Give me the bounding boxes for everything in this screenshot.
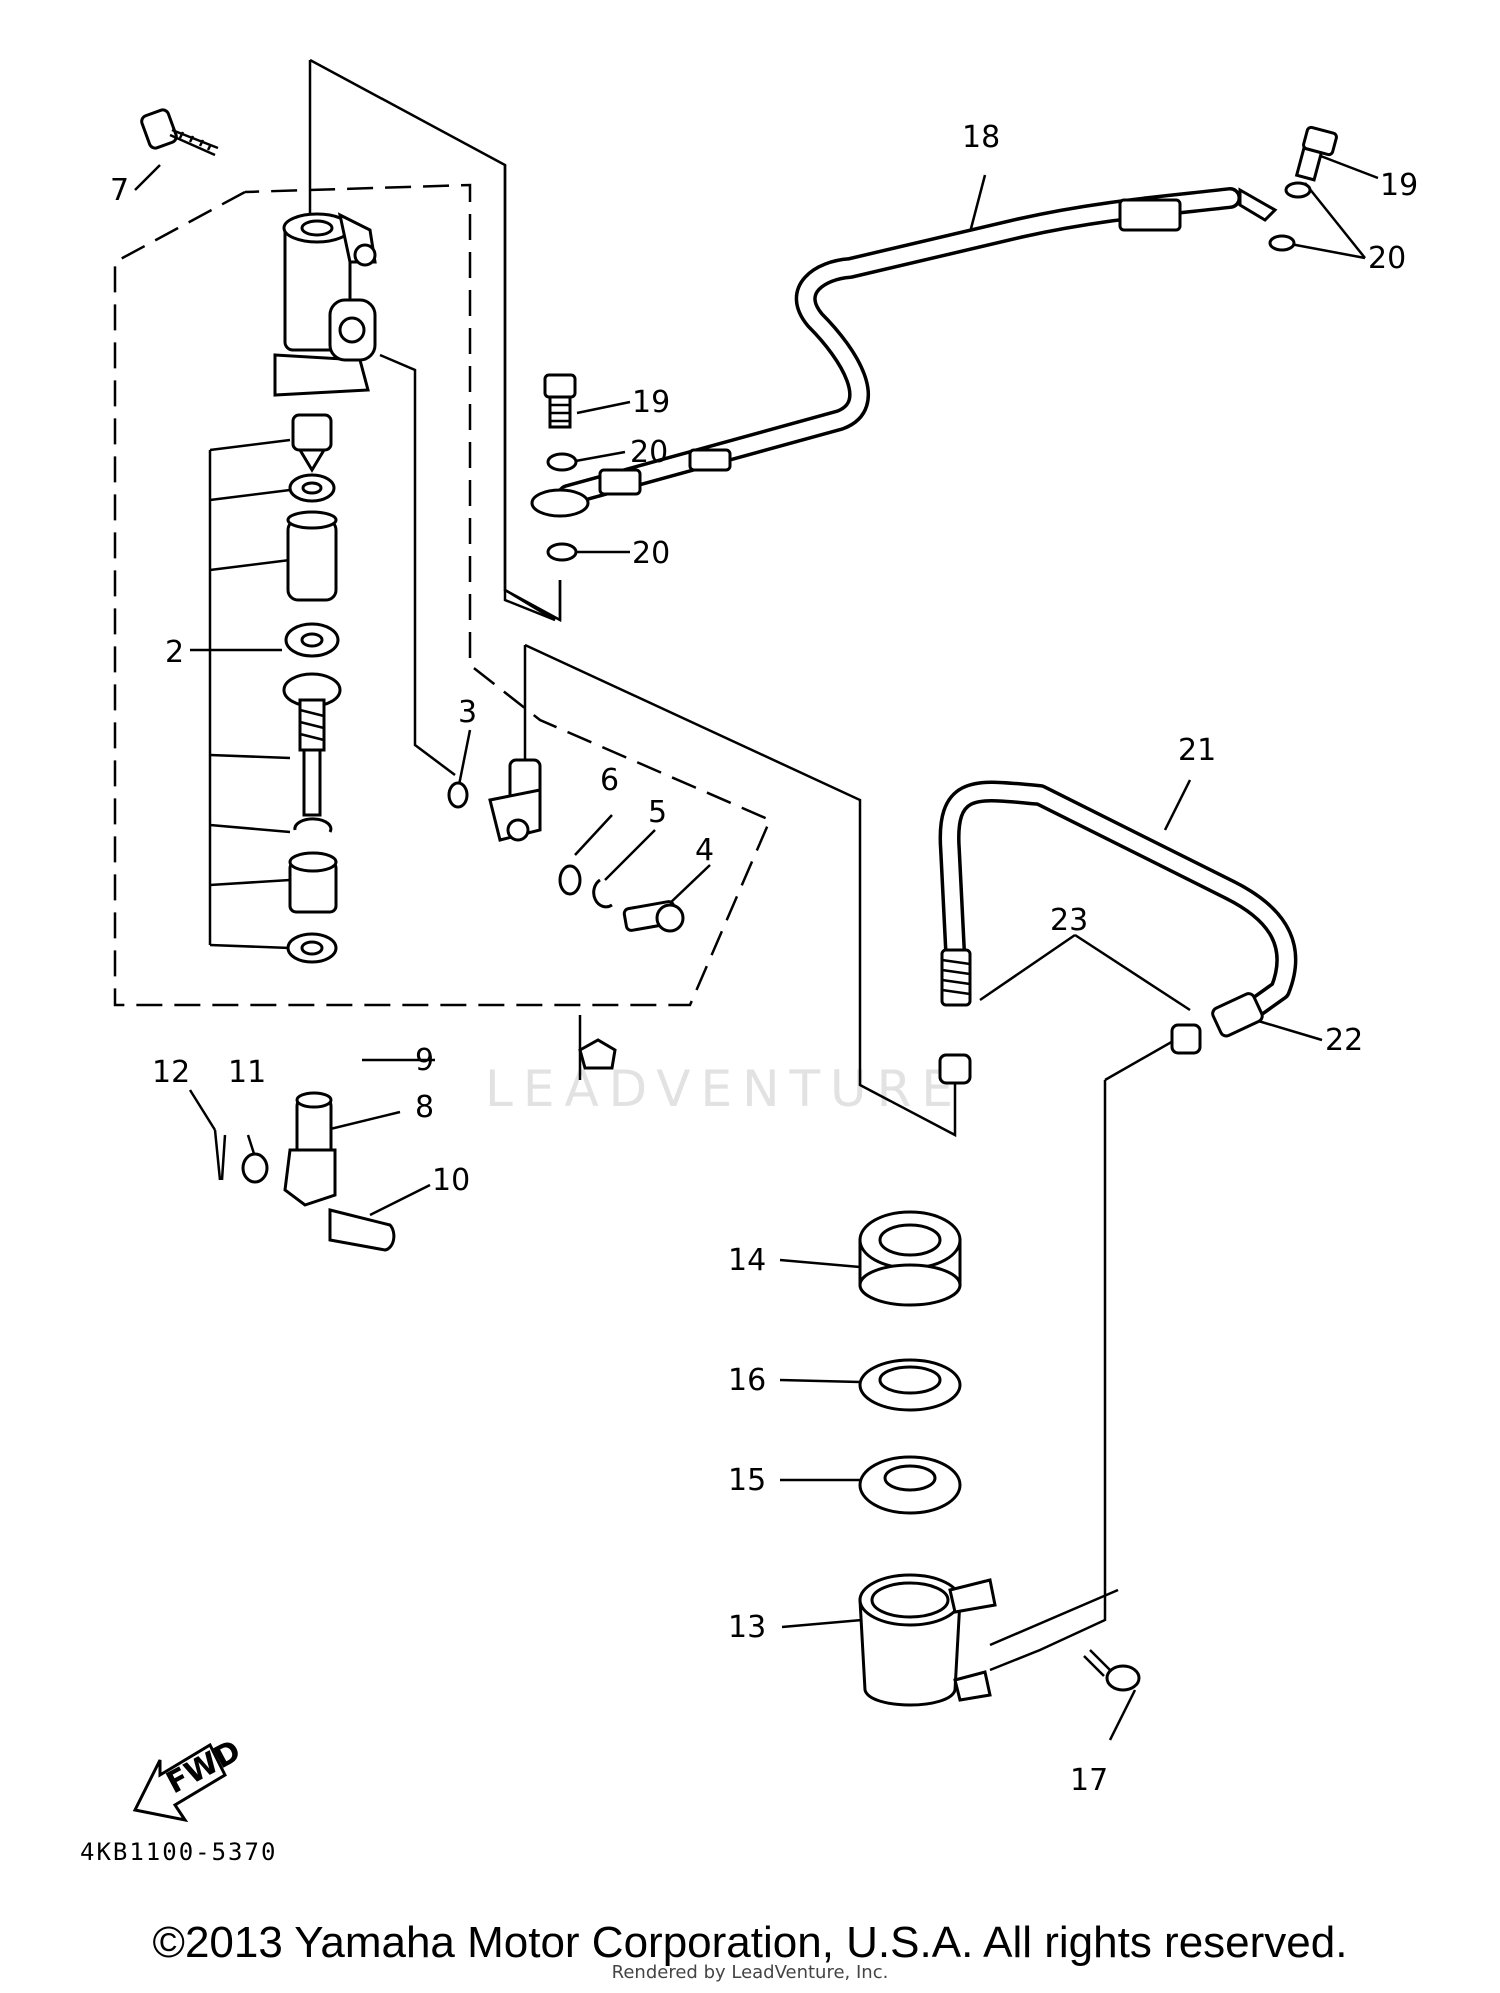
callout-arrow (1163, 779, 1192, 831)
callout-13: 13 (728, 1610, 766, 1645)
callout-23: 23 (1050, 903, 1088, 938)
callout-17: 17 (1070, 1763, 1108, 1798)
leader-line (209, 558, 291, 572)
callout-3: 3 (458, 695, 477, 730)
callout-19: 19 (632, 385, 670, 420)
leader-line (209, 488, 291, 502)
banjo-bolt-19-icon (1294, 125, 1338, 182)
callout-22: 22 (1325, 1023, 1363, 1058)
copyright-notice: ©2013 Yamaha Motor Corporation, U.S.A. A… (152, 1918, 1348, 1967)
diaphragm-16-icon (858, 1358, 962, 1412)
leader-line (503, 590, 556, 622)
callout-7: 7 (110, 173, 129, 208)
callout-arrow (1317, 153, 1379, 180)
leader-line (209, 438, 291, 452)
callout-arrow (574, 814, 613, 856)
diagram-code: 4KB1100-5370 (80, 1838, 278, 1866)
callout-4: 4 (695, 833, 714, 868)
washer-20-icon (1268, 234, 1296, 252)
callout-15: 15 (728, 1463, 766, 1498)
reservoir-cap-14-icon (858, 1210, 962, 1307)
callout-arrow (569, 450, 626, 464)
clevis-icon (213, 1038, 617, 1252)
leader-line (379, 353, 456, 776)
leader-line (1104, 1038, 1176, 1082)
callout-12: 12 (152, 1055, 190, 1090)
callout-10: 10 (432, 1163, 470, 1198)
callout-arrow (1108, 1689, 1137, 1741)
hose-fitting-icon (447, 758, 685, 933)
fwd-label: FWD (161, 1733, 247, 1801)
brake-hose-18-icon (530, 187, 1278, 518)
callout-2: 2 (165, 635, 184, 670)
callout-arrow (781, 1618, 863, 1629)
reservoir-hose-21-icon (938, 780, 1298, 1038)
callout-20: 20 (632, 536, 670, 571)
callout-16: 16 (728, 1363, 766, 1398)
callout-9: 9 (415, 1043, 434, 1078)
callout-21: 21 (1178, 733, 1216, 768)
callout-arrow (989, 1588, 1119, 1647)
callout-arrow (1304, 182, 1366, 259)
callout-6: 6 (600, 763, 619, 798)
leader-line (989, 1080, 1107, 1672)
hose-clip-23-icon (938, 1023, 1202, 1085)
callout-arrow (667, 864, 711, 906)
callout-5: 5 (648, 795, 667, 830)
callout-arrow (188, 1089, 217, 1131)
leader-line (524, 643, 957, 1138)
callout-arrow (779, 1258, 861, 1269)
bolt-7-icon (140, 108, 219, 157)
piston-assembly-icon (282, 413, 342, 964)
callout-arrow (1284, 241, 1366, 260)
callout-arrow (979, 933, 1076, 1002)
reservoir-tank-13-icon (858, 1573, 997, 1707)
callout-20: 20 (1368, 241, 1406, 276)
diaphragm-plate-15-icon (858, 1455, 962, 1515)
washer-20-icon (546, 452, 578, 472)
callout-20: 20 (630, 435, 668, 470)
banjo-bolt-19-icon (543, 373, 577, 429)
washer-20-icon (546, 542, 578, 562)
callout-arrow (604, 829, 656, 881)
callout-arrow (456, 729, 472, 791)
leader-line (209, 943, 291, 950)
rendered-by-credit: Rendered by LeadVenture, Inc. (611, 1962, 889, 1983)
callout-arrow (779, 1378, 861, 1384)
master-cylinder-body-icon (273, 212, 377, 397)
leader-line (209, 753, 291, 760)
callout-arrow (1074, 933, 1191, 1012)
callout-19: 19 (1380, 168, 1418, 203)
callout-arrow (369, 1183, 431, 1217)
callout-arrow (1254, 1018, 1323, 1042)
screw-17-icon (1083, 1649, 1141, 1692)
callout-arrow (134, 164, 161, 191)
callout-8: 8 (415, 1090, 434, 1125)
callout-11: 11 (228, 1055, 266, 1090)
callout-18: 18 (962, 120, 1000, 155)
leader-line (209, 823, 291, 834)
callout-14: 14 (728, 1243, 766, 1278)
leader-line (209, 878, 291, 887)
washer-20-icon (1284, 181, 1312, 199)
callout-arrow (576, 400, 631, 415)
master-cylinder-assembly-boundary (113, 183, 772, 1007)
forward-direction-arrow-icon: FWD (132, 1733, 247, 1823)
leadventure-watermark: LEADVENTURE (485, 1060, 963, 1118)
